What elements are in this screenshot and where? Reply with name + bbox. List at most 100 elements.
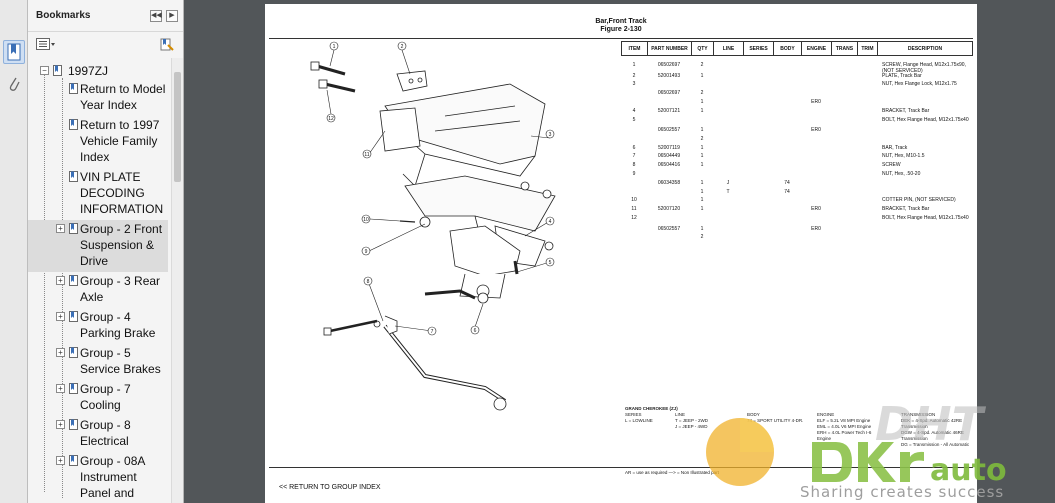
table-cell-engine: ER0 xyxy=(811,206,821,213)
legend-trans-value: Transmission xyxy=(901,436,928,441)
expand-toggle[interactable]: + xyxy=(56,348,65,357)
expand-toggle[interactable]: + xyxy=(56,384,65,393)
table-cell-qty: 1 xyxy=(700,72,704,79)
svg-text:1: 1 xyxy=(333,44,336,50)
return-to-group-index-link[interactable]: << RETURN TO GROUP INDEX xyxy=(279,484,381,491)
bookmark-icon xyxy=(69,275,78,286)
legend-trans-value: DG = Transmission - All Automatic xyxy=(901,442,970,447)
col-item: ITEM xyxy=(621,41,648,56)
bookmark-label: Return to 1997 xyxy=(80,118,160,132)
table-cell-desc: NUT, Hex, .50-20 xyxy=(882,171,921,177)
table-cell-qty: 1 xyxy=(700,144,704,151)
attachments-paperclip-icon[interactable] xyxy=(3,72,25,96)
svg-text:9: 9 xyxy=(365,249,368,255)
bookmark-label: Group - 4 xyxy=(80,310,131,324)
table-cell-desc: NUT, Hex Flange Lock, M12x1.75 xyxy=(882,81,957,88)
table-cell-part: 52001493 xyxy=(657,72,681,79)
col-description: DESCRIPTION xyxy=(877,41,973,56)
table-cell-qty: 1 xyxy=(700,98,704,105)
bookmark-root[interactable]: − 1997ZJ xyxy=(28,62,168,80)
svg-text:6: 6 xyxy=(474,328,477,334)
table-cell-item: 1 xyxy=(632,62,636,68)
table-cell-line: J xyxy=(726,179,730,186)
table-cell-item: 5 xyxy=(632,116,636,123)
table-cell-qty: 1 xyxy=(700,197,704,204)
expand-panel-button[interactable]: ▶ xyxy=(166,10,178,22)
bookmark-icon xyxy=(69,455,78,466)
legend-engine-value: ERH = 4.0L Power Tech I-6 xyxy=(817,430,872,435)
col-trans: TRANS xyxy=(831,41,858,56)
legend-line-value: T = JEEP - 2WD xyxy=(675,418,708,423)
legend-model: GRAND CHEROKEE (ZJ) xyxy=(625,406,678,411)
bookmark-label: Group - 08A xyxy=(80,454,146,468)
bookmark-label: Suspension & xyxy=(80,238,155,252)
table-cell-qty: 2 xyxy=(700,62,704,68)
svg-text:11: 11 xyxy=(364,152,369,158)
table-cell-part: 52007119 xyxy=(658,144,680,151)
bookmark-label: Group - 7 xyxy=(80,382,131,396)
table-cell-qty: 1 xyxy=(700,127,704,133)
svg-text:8: 8 xyxy=(367,279,370,285)
table-cell-part: 06502697 xyxy=(657,90,681,97)
svg-text:7: 7 xyxy=(431,329,434,335)
bookmark-root-label: 1997ZJ xyxy=(68,64,109,78)
table-cell-item: 11 xyxy=(631,206,637,213)
col-part-number: PART NUMBER xyxy=(647,41,692,56)
table-cell-qty: 1 xyxy=(700,107,704,114)
table-cell-item: 8 xyxy=(632,162,636,169)
legend-trans-value: DGW = 4-Spd. Automatic 46RE xyxy=(901,430,964,435)
bookmark-label: Group - 3 Rear xyxy=(80,274,161,288)
table-cell-desc: NUT, Hex, M10-1.5 xyxy=(882,153,925,160)
panel-toolbar xyxy=(28,32,183,56)
expand-toggle[interactable]: + xyxy=(56,420,65,429)
table-cell-part: 06502697 xyxy=(657,62,681,68)
table-cell-engine: ER0 xyxy=(811,127,821,133)
col-qty: QTY xyxy=(691,41,714,56)
legend-trans-head: TRANSMISSION xyxy=(901,412,936,417)
expand-toggle[interactable]: + xyxy=(56,224,65,233)
expand-toggle[interactable]: + xyxy=(56,312,65,321)
bookmark-icon xyxy=(69,347,78,358)
table-header-row: ITEM PART NUMBER QTY LINE SERIES BODY EN… xyxy=(621,41,973,56)
scrollbar-thumb[interactable] xyxy=(174,72,181,182)
table-cell-desc: PLATE, Track Bar xyxy=(882,72,922,79)
table-cell-qty: 1 xyxy=(700,179,704,186)
page-footnote: AR = use as required —> = Non Illustrate… xyxy=(625,470,719,475)
bookmark-label: Index xyxy=(80,150,110,164)
new-bookmark-icon[interactable] xyxy=(160,37,174,56)
col-engine: ENGINE xyxy=(801,41,832,56)
bookmark-label: Instrument xyxy=(80,470,137,484)
table-cell-item: 2 xyxy=(632,72,636,79)
table-cell-qty: 1 xyxy=(700,225,704,232)
bookmark-icon xyxy=(69,223,78,234)
bookmark-label: VIN PLATE xyxy=(80,170,141,184)
bookmarks-panel-icon[interactable] xyxy=(3,40,25,64)
expand-toggle[interactable]: + xyxy=(56,276,65,285)
table-cell-body: 74 xyxy=(784,179,790,186)
collapse-panel-button[interactable]: ◀◀ xyxy=(150,10,162,22)
table-cell-body: 74 xyxy=(784,188,790,195)
bookmark-label: Return to Model xyxy=(80,82,166,96)
panel-scrollbar[interactable] xyxy=(171,58,183,503)
collapse-toggle[interactable]: − xyxy=(40,66,49,75)
bookmark-options-icon[interactable] xyxy=(36,38,56,50)
svg-text:12: 12 xyxy=(328,116,334,122)
svg-text:4: 4 xyxy=(549,219,552,225)
table-cell-line: T xyxy=(726,188,730,195)
expand-toggle[interactable]: + xyxy=(56,456,65,465)
table-cell-item: 10 xyxy=(631,197,637,204)
panel-header: Bookmarks ◀◀ ▶ xyxy=(28,0,183,32)
